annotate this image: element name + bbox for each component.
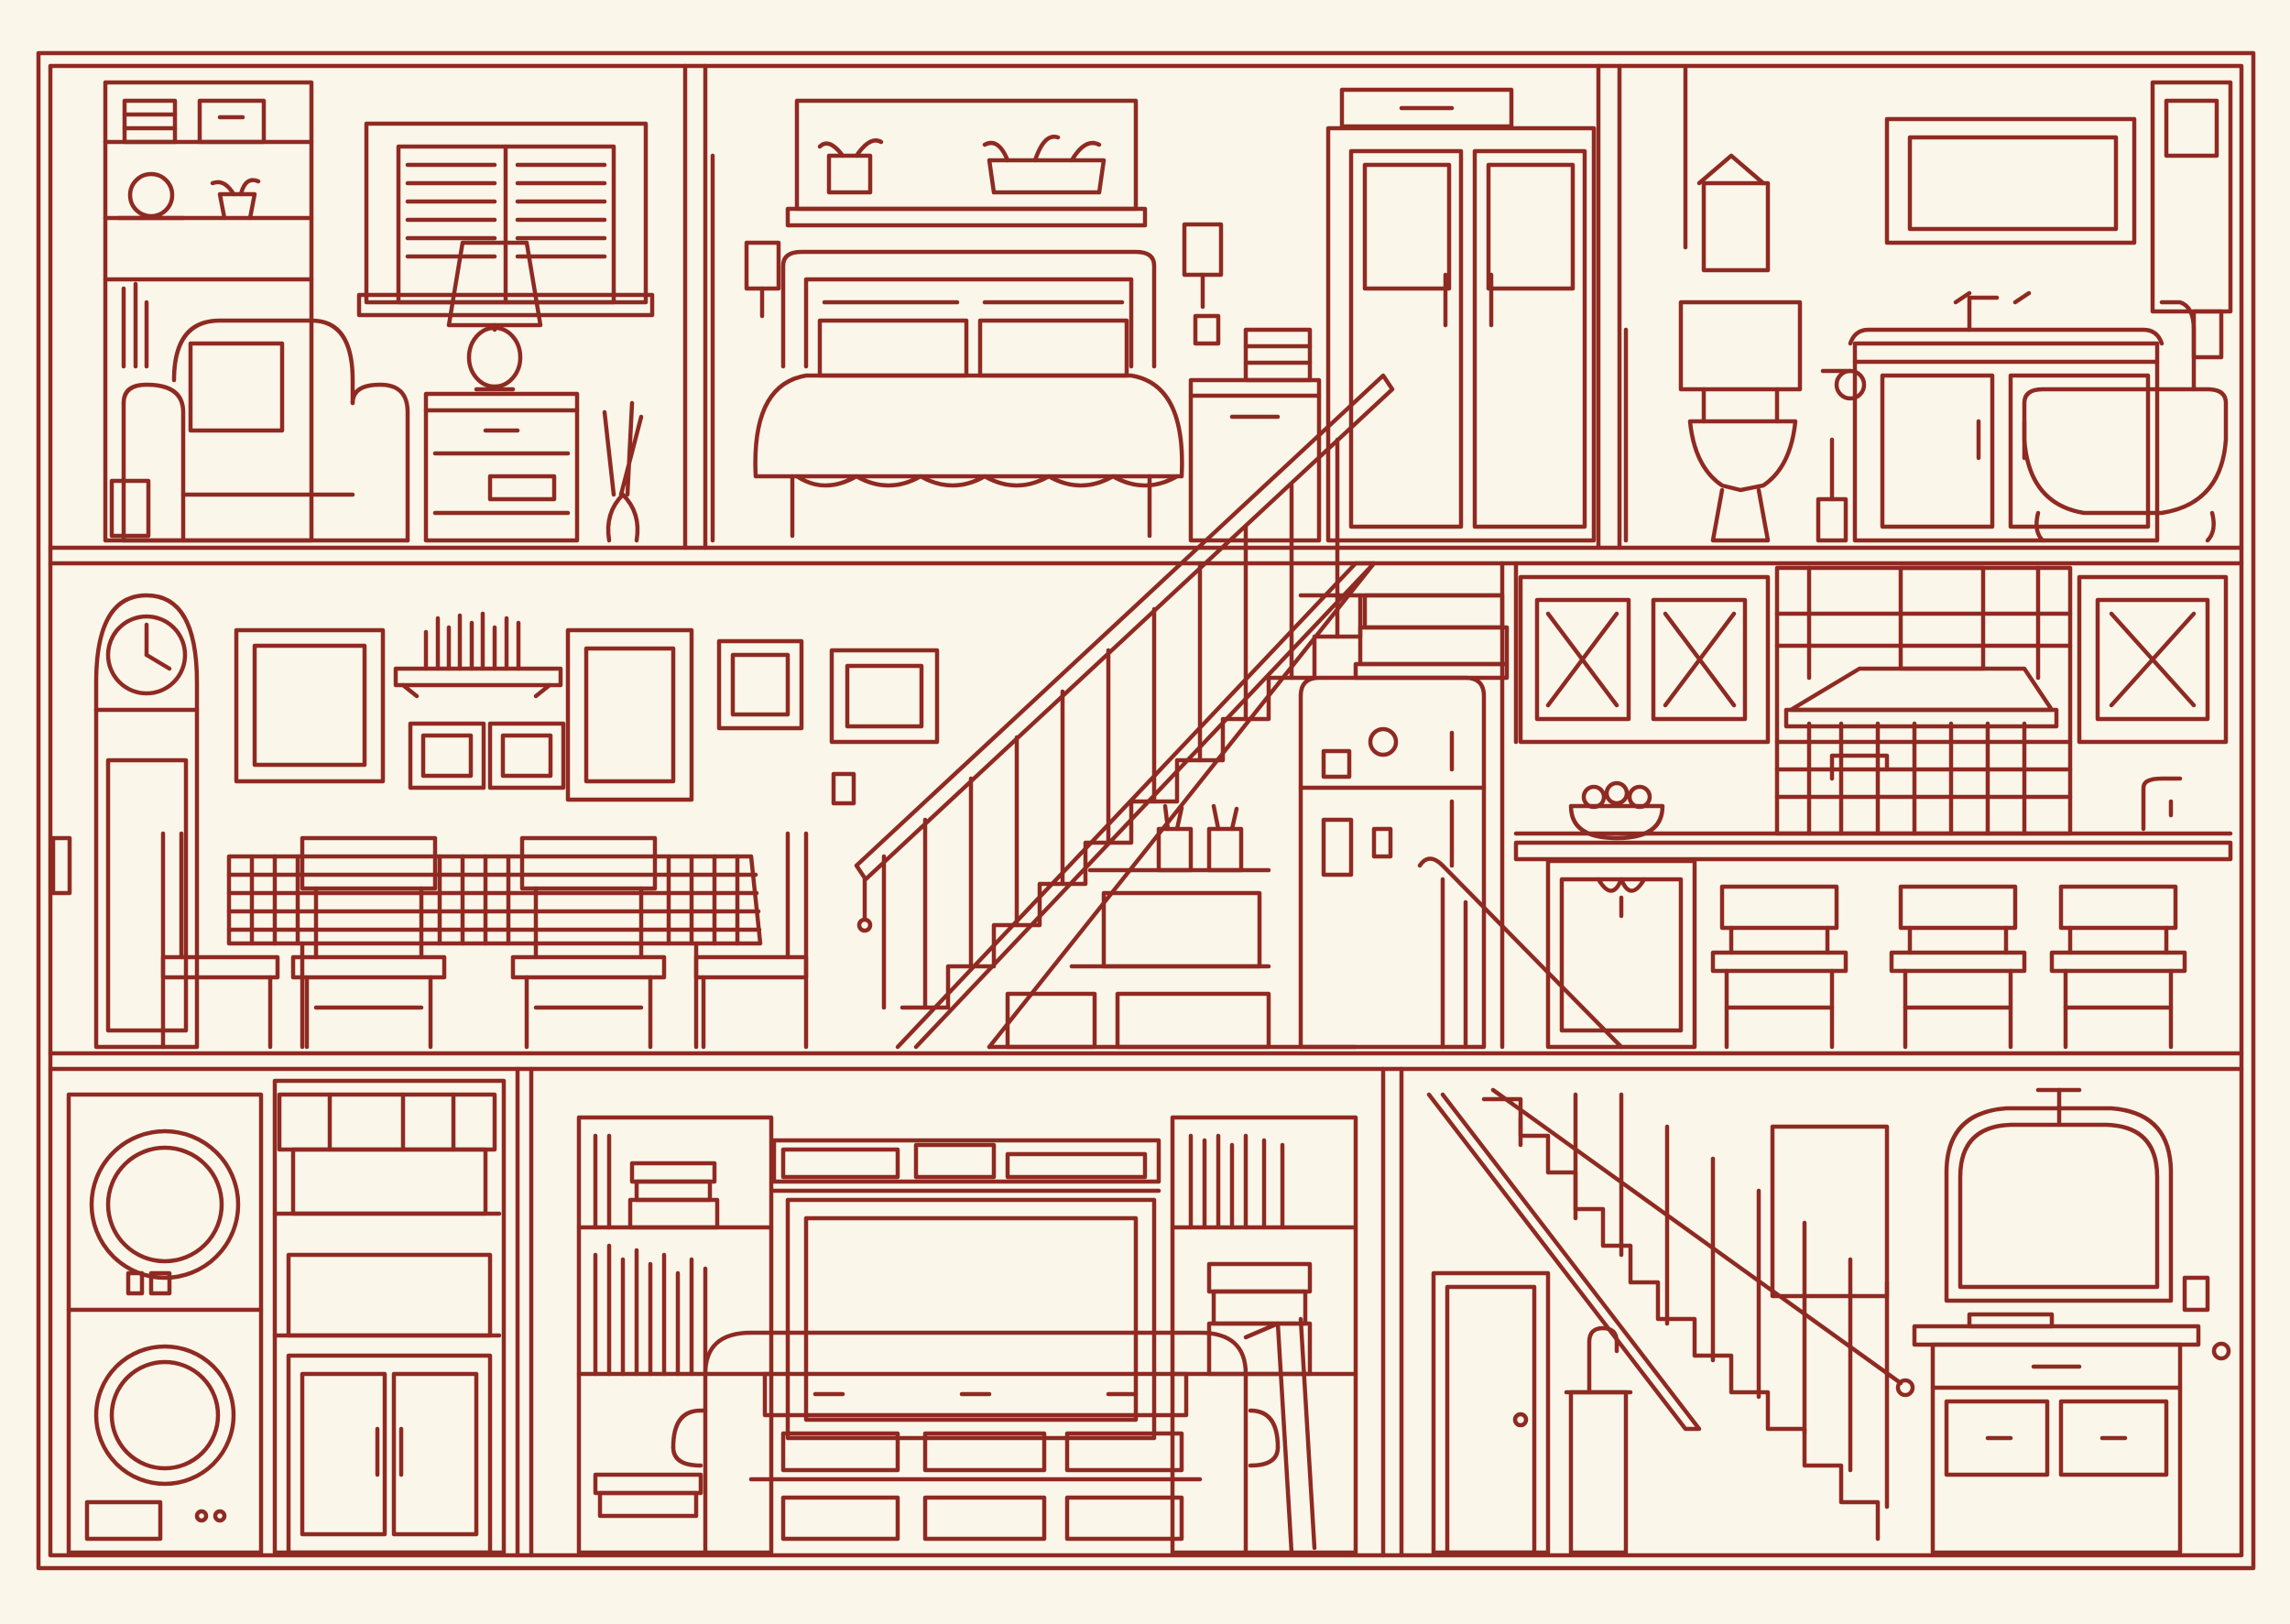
dining-room [50,593,940,1050]
dining-chair-right [693,831,809,1050]
bed [753,249,1184,539]
refrigerator [1298,675,1487,1050]
wardrobe [1325,87,1597,543]
pot-filler-faucet [1829,753,1890,781]
bar-stool-2 [1889,884,2027,1050]
laundry-cabinet [272,1078,507,1555]
entry-hall [1426,1087,2231,1555]
storage-baskets [272,1092,502,1338]
top-shelf-books [771,1138,1161,1193]
umbrella-stand [602,400,644,543]
bar-stool-1 [1710,884,1848,1050]
towel-ring [1820,368,1867,401]
wall-sconce-right [1182,222,1224,310]
picture-frames [234,627,940,806]
sink-faucet [2141,776,2183,832]
dining-chair-1 [290,835,447,1050]
light-switch-left [50,835,72,896]
bathroom-cabinet [2150,80,2233,314]
umbrella-stand-entry [1564,1325,1633,1555]
console-table [1912,1312,2201,1555]
side-table [423,391,580,543]
clawfoot-bathtub [2022,300,2229,543]
grandfather-clock [93,593,200,1050]
sofa [671,1330,1281,1555]
entry-door [1431,1270,1551,1555]
bookcase-right [1170,1115,1358,1555]
door-knob-right [2211,1341,2231,1361]
toilet-brush [1816,437,1848,543]
floor-slabs [48,545,2244,1072]
kitchen [1298,561,2233,1050]
arched-mirror [1944,1087,2174,1303]
table-lamp [446,240,543,392]
laundry-room [66,1078,507,1555]
range-hood [1783,565,2059,729]
light-switch-right [2182,1275,2210,1313]
side-chair [1243,1316,1317,1555]
living-room [576,1115,1358,1555]
staircase [854,373,1395,1050]
study-room [103,80,655,543]
framed-mirror [1696,116,2137,273]
fruit-bowl [1568,780,1665,841]
stacked-washer-dryer [66,1092,264,1555]
wall-artwork [1770,1124,1890,1299]
dining-chair-2 [510,835,667,1050]
top-floor-walls [682,63,1622,550]
window-with-shutters [356,121,655,318]
kitchen-handrail [1417,856,1624,1050]
bottom-floor-walls [515,1066,1404,1558]
armchair [121,318,410,543]
understair-storage [987,593,1510,1050]
bar-stool-3 [2049,884,2187,1050]
dining-chair-left [160,831,280,1050]
plant-shelf [785,98,1148,228]
kitchen-partition [1499,561,1519,1050]
television [785,1197,1157,1441]
wall-shelf [393,611,563,699]
wall-sconce-left [744,240,781,319]
bedroom [710,87,1597,543]
upper-cabinets [1518,574,2229,745]
toilet [1678,300,1803,543]
bookcase-left [576,1115,774,1555]
kitchen-counter [1513,831,2233,1050]
bathroom-door-edge [1623,66,1688,543]
bathroom [1623,66,2233,543]
house-outline [36,50,2256,1571]
